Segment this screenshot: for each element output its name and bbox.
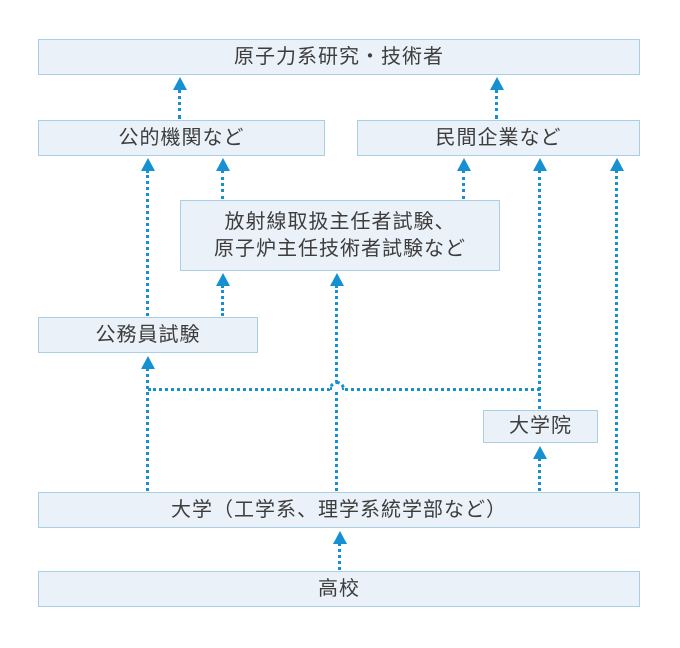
arrow-up-icon xyxy=(533,446,547,459)
edge-line xyxy=(615,170,618,491)
edge-line xyxy=(538,170,541,409)
edge-line xyxy=(462,170,465,199)
edge-line xyxy=(221,285,224,316)
edge-line xyxy=(178,89,181,119)
arrow-up-icon xyxy=(610,158,624,171)
node-public-org: 公的機関など xyxy=(38,120,325,156)
edge-line xyxy=(345,388,540,391)
node-grad-school-label: 大学院 xyxy=(509,415,572,437)
arrow-up-icon xyxy=(330,273,344,286)
arrow-up-icon xyxy=(141,356,155,369)
node-private-company-label: 民間企業など xyxy=(435,126,562,149)
node-high-school-label: 高校 xyxy=(318,577,360,600)
node-license-exams-label-line1: 放射線取扱主任者試験、 xyxy=(224,210,456,233)
node-private-company: 民間企業など xyxy=(357,120,640,156)
edge-line xyxy=(146,170,149,316)
edge-line xyxy=(148,388,330,391)
node-license-exams-label-line2: 原子炉主任技術者試験など xyxy=(214,237,466,260)
arrow-up-icon xyxy=(141,158,155,171)
edge-line xyxy=(146,368,149,491)
arrow-up-icon xyxy=(333,531,347,544)
arrow-up-icon xyxy=(216,158,230,171)
arrow-up-icon xyxy=(490,77,504,90)
edge-line xyxy=(221,170,224,199)
arrow-up-icon xyxy=(216,273,230,286)
arrow-up-icon xyxy=(457,158,471,171)
arrow-up-icon xyxy=(173,77,187,90)
node-grad-school: 大学院 xyxy=(483,410,598,443)
node-public-org-label: 公的機関など xyxy=(118,126,245,149)
edge-line xyxy=(495,89,498,119)
node-civil-service-exam-label: 公務員試験 xyxy=(95,323,201,346)
node-civil-service-exam: 公務員試験 xyxy=(38,317,258,353)
node-university-label: 大学（工学系、理学系統学部など） xyxy=(171,498,507,521)
node-nuclear-worker-label: 原子力系研究・技術者 xyxy=(234,45,444,68)
edge-line xyxy=(538,458,541,491)
node-license-exams: 放射線取扱主任者試験、 原子炉主任技術者試験など xyxy=(180,200,500,271)
node-university: 大学（工学系、理学系統学部など） xyxy=(38,492,640,528)
arrow-up-icon xyxy=(533,158,547,171)
edge-line xyxy=(338,543,341,570)
node-high-school: 高校 xyxy=(38,571,640,607)
line-hop-icon xyxy=(329,381,345,390)
node-nuclear-worker: 原子力系研究・技術者 xyxy=(38,39,640,75)
